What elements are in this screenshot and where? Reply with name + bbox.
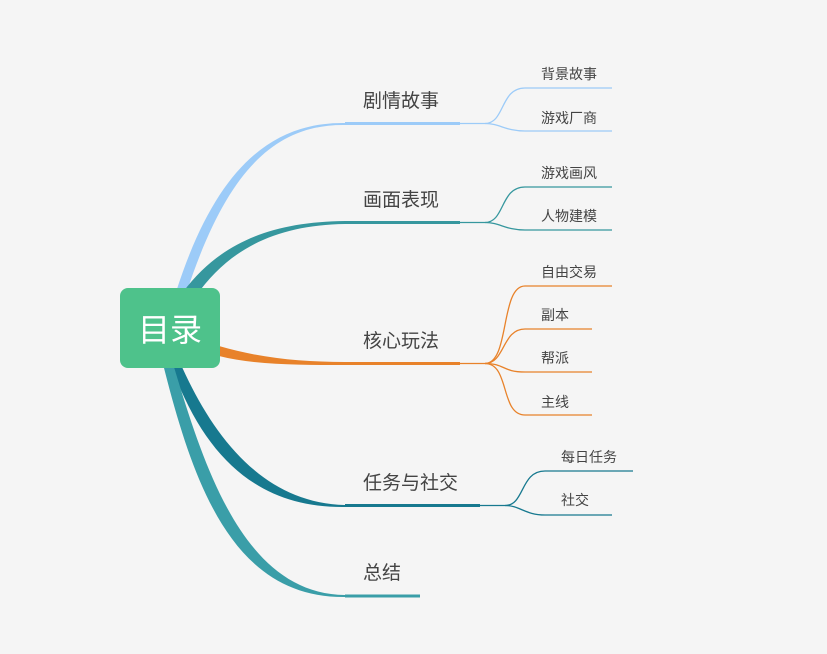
sub-label[interactable]: 人物建模 (541, 209, 597, 225)
sub-label[interactable]: 游戏画风 (541, 166, 597, 182)
sub-connector (460, 285, 612, 365)
connector-summary (164, 367, 345, 598)
sub-connector (504, 504, 612, 516)
branch-label-tasks[interactable]: 任务与社交 (363, 472, 459, 494)
branch-label-plot[interactable]: 剧情故事 (363, 90, 440, 112)
sub-label[interactable]: 主线 (541, 395, 569, 411)
connector-plot (176, 122, 345, 294)
sub-connector (484, 221, 612, 231)
branch-label-visuals[interactable]: 画面表现 (363, 189, 440, 211)
sub-connector (480, 470, 633, 507)
sub-connector (484, 362, 592, 416)
sub-label[interactable]: 背景故事 (541, 67, 597, 83)
connector-gameplay (219, 346, 345, 365)
sub-connector (484, 362, 592, 373)
root-node[interactable]: 目录 (120, 288, 220, 368)
sub-label[interactable]: 游戏厂商 (541, 111, 597, 127)
connector-tasks (172, 367, 345, 508)
sub-label[interactable]: 社交 (561, 493, 589, 509)
sub-connector (484, 328, 592, 365)
sub-label[interactable]: 每日任务 (561, 450, 617, 466)
sub-connector (484, 122, 612, 132)
sub-label[interactable]: 自由交易 (541, 265, 597, 281)
sub-label[interactable]: 帮派 (541, 351, 569, 367)
sub-label[interactable]: 副本 (541, 308, 569, 324)
branch-label-gameplay[interactable]: 核心玩法 (363, 330, 440, 352)
branch-label-summary[interactable]: 总结 (363, 562, 402, 584)
